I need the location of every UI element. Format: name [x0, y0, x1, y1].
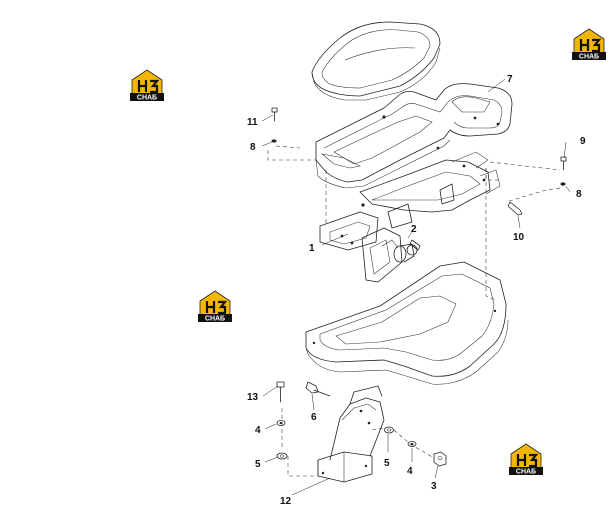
callout-1: 1: [309, 243, 315, 254]
brand-logo: СНАБ: [509, 443, 543, 476]
screw-10: [507, 201, 523, 216]
callout-12: 12: [280, 496, 292, 507]
callout-7: 7: [507, 74, 513, 85]
callout-13: 13: [247, 392, 259, 403]
washer-4-left: [276, 419, 286, 426]
brand-logo: СНАБ: [198, 290, 232, 323]
pedestal-bracket: [317, 385, 385, 483]
bolt-13: [276, 381, 285, 403]
leader-lines: [261, 78, 571, 496]
callout-2: 2: [411, 224, 417, 235]
callout-3: 3: [431, 481, 437, 492]
callout-6: 6: [311, 412, 317, 423]
callout-5: 5: [255, 459, 261, 470]
brand-logo: СНАБ: [572, 28, 606, 61]
callout-10: 10: [513, 232, 525, 243]
screw-2: [409, 239, 421, 251]
bolt-11: [271, 107, 278, 122]
washer-4-right: [407, 440, 417, 447]
washer-5-left: [276, 452, 288, 460]
bolt-6: [305, 381, 331, 397]
callout-4: 4: [255, 425, 261, 436]
logo-text: СНАБ: [205, 316, 225, 323]
armrest-tray: [315, 83, 513, 189]
logo-text: СНАБ: [516, 469, 536, 476]
mounting-bracket-assembly: [319, 151, 501, 283]
callout-5: 5: [384, 458, 390, 469]
nut-3: [433, 451, 447, 467]
callout-labels: 11 8 1 2 7 9 8 10 13 4 5 6 5 4 3 12: [247, 74, 586, 507]
assembly-lines: [267, 145, 561, 477]
logo-text: СНАБ: [137, 95, 157, 102]
callout-11: 11: [247, 117, 258, 128]
callout-9: 9: [580, 136, 586, 147]
storage-bin: [305, 261, 509, 385]
bolt-9: [560, 156, 567, 171]
washer-8-left: [271, 139, 277, 143]
washer-8-right: [560, 182, 566, 186]
brand-logo: СНАБ: [130, 69, 164, 102]
callout-8: 8: [250, 142, 256, 153]
logo-text: СНАБ: [579, 54, 599, 61]
washer-5-right: [384, 426, 394, 434]
armrest-cushion: [311, 21, 441, 101]
callout-4: 4: [407, 466, 413, 477]
callout-8: 8: [576, 189, 582, 200]
